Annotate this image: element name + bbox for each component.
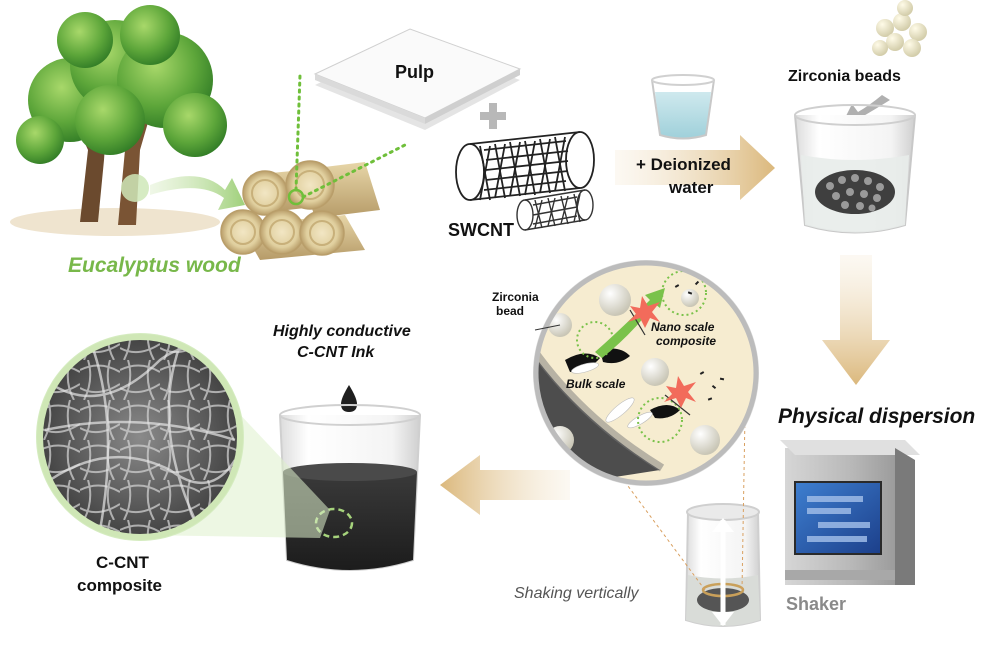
- pulp-sheets-illustration: [313, 28, 522, 130]
- zoom-guide-line: [624, 481, 706, 591]
- zoom-guide-line: [741, 414, 746, 591]
- water-to-beaker-arrow: [615, 135, 775, 200]
- eucalyptus-wood-label: Eucalyptus wood: [68, 254, 241, 277]
- ink-label-line1: Highly conductive: [273, 323, 411, 340]
- zirconia-bead-label-line2: bead: [496, 304, 525, 318]
- composite-label-line1: C-CNT: [96, 553, 149, 572]
- beaker-to-shaker-arrow: [822, 255, 890, 385]
- dispersion-to-ink-arrow: [440, 455, 570, 515]
- deionized-water-label-line1: + Deionized: [636, 155, 731, 174]
- plus-icon: [480, 103, 506, 129]
- ink-label-line2: C-CNT Ink: [297, 344, 375, 361]
- shaking-vial-illustration: [684, 503, 762, 627]
- shaking-vertically-label: Shaking vertically: [514, 585, 639, 602]
- zirconia-bead-label-line1: Zirconia: [492, 290, 539, 304]
- log-to-pulp-connector: [301, 143, 407, 199]
- bulk-scale-label: Bulk scale: [566, 377, 626, 391]
- log-to-pulp-connector: [294, 73, 302, 192]
- shaker-illustration: [780, 440, 920, 585]
- zirconia-beads-illustration: [872, 0, 927, 57]
- nano-scale-label-line1: Nano scale: [651, 320, 715, 334]
- zirconia-beads-label: Zirconia beads: [788, 68, 901, 85]
- water-beaker-illustration: [651, 74, 715, 140]
- tree-to-logs-arrow: [150, 176, 245, 210]
- sem-image: [36, 333, 244, 541]
- swcnt-tubes-illustration: [455, 131, 595, 231]
- shaker-label: Shaker: [786, 594, 847, 614]
- eucalyptus-trees-illustration: [10, 5, 227, 236]
- zirconia-bead-pointer: [534, 324, 561, 331]
- zoom-circle: [533, 260, 759, 486]
- zirconia-beaker-illustration: [794, 104, 916, 234]
- deionized-water-label-line2: water: [669, 178, 714, 197]
- wood-logs-illustration: [220, 160, 380, 260]
- composite-label-line2: composite: [77, 576, 163, 595]
- nano-scale-label-line2: composite: [656, 334, 717, 348]
- pulp-label: Pulp: [395, 62, 434, 82]
- swcnt-label: SWCNT: [448, 220, 514, 240]
- physical-dispersion-label: Physical dispersion: [778, 405, 976, 428]
